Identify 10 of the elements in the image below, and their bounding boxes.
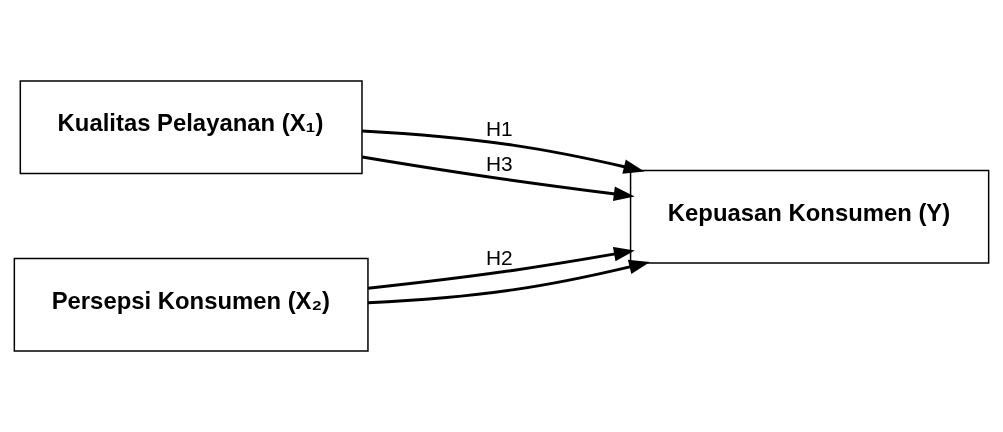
node-box: Kepuasan Konsumen (Y) [629, 169, 990, 264]
edge-label: H2 [485, 245, 513, 269]
arrow [361, 155, 635, 202]
node-box: Kualitas Pelayanan (X₁) [19, 80, 363, 175]
arrow [368, 259, 650, 305]
arrow [362, 129, 645, 174]
arrow [368, 246, 635, 290]
edge-label: H1 [485, 117, 513, 141]
edge-label: H3 [485, 151, 513, 175]
node-box: Persepsi Konsumen (X₂) [13, 257, 369, 352]
